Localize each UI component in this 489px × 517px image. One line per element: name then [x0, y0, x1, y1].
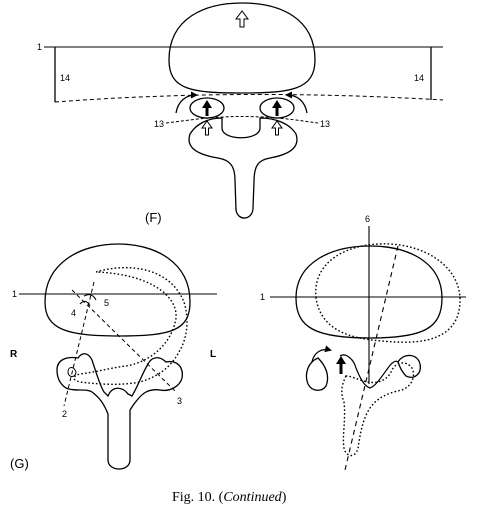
dashed-reference-line [54, 93, 444, 103]
callout-4: 4 [71, 308, 76, 318]
dashed-line-13 [165, 116, 319, 124]
solid-arrow-icon [336, 356, 346, 374]
vertebral-body-g-right [295, 245, 443, 339]
curved-arrow-icon [175, 91, 198, 114]
callout-2: 2 [62, 409, 67, 419]
rotated-body-dotted [315, 243, 461, 343]
facet-left-g [67, 367, 77, 377]
angle-arc-5 [83, 294, 97, 301]
neural-arch-f [188, 117, 298, 219]
curved-arrow-icon [285, 91, 308, 114]
lamina-g-right [339, 354, 399, 389]
side-label-left: L [210, 349, 216, 360]
callout-1: 1 [260, 292, 265, 302]
callout-1: 1 [37, 42, 42, 52]
vertebral-body-g-left [44, 243, 191, 337]
solid-arrow-icon [202, 100, 212, 116]
hollow-arrow-icon [235, 10, 249, 28]
panel-label-g: (G) [10, 456, 29, 471]
posterior-elements-g-right [305, 357, 329, 391]
vertebral-body-f [168, 2, 316, 94]
panel-f-labels: 1 14 14 13 13 (F) [37, 42, 424, 225]
figure-caption: Fig. 10. (Continued) [172, 490, 287, 505]
callout-13-left: 13 [154, 119, 164, 129]
side-label-right: R [10, 349, 18, 360]
panel-g-right-labels: 1 6 [260, 214, 370, 302]
callout-3: 3 [177, 396, 182, 406]
angle-arc-4 [79, 300, 91, 307]
panel-g-left-labels: 1 4 5 2 3 R L (G) [10, 289, 216, 471]
dashed-axis-2 [63, 281, 95, 407]
rotated-outline-dotted [73, 266, 188, 385]
callout-14-right: 14 [414, 73, 424, 83]
callout-5: 5 [104, 298, 109, 308]
callout-1: 1 [12, 289, 17, 299]
panel-g-left [19, 243, 217, 470]
posterior-elements-g-right-2 [397, 354, 421, 378]
dashed-rotated-axis [344, 245, 399, 471]
rotated-posterior-dotted [341, 362, 415, 457]
hollow-arrow-icon [201, 120, 213, 136]
panel-label-f: (F) [145, 210, 162, 225]
panel-g-right [270, 226, 466, 471]
callout-13-right: 13 [320, 119, 330, 129]
hollow-arrow-icon [271, 120, 283, 136]
callout-14-left: 14 [60, 73, 70, 83]
panel-f [44, 2, 444, 219]
curved-arrow-icon [311, 345, 332, 363]
solid-arrow-icon [272, 100, 282, 116]
posterior-elements-g-left [56, 353, 183, 470]
callout-6: 6 [365, 214, 370, 224]
dashed-axis-3 [71, 289, 177, 393]
